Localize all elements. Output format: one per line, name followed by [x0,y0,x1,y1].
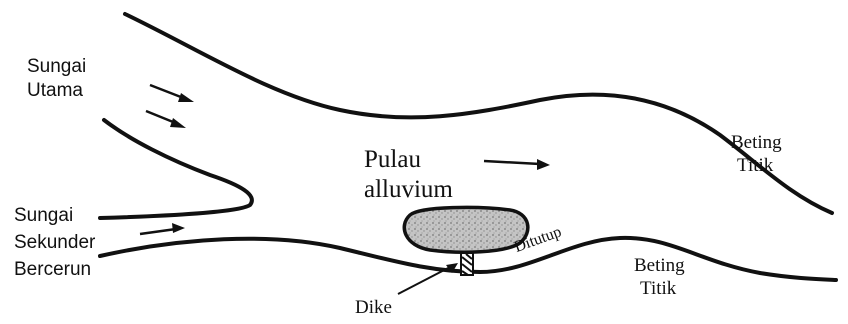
flow-arrow-main-2 [146,111,186,128]
main-river-lower-bank [100,120,252,218]
secondary-river-label-line3: Bercerun [14,256,95,283]
secondary-river-label: Sungai Sekunder Bercerun [14,202,95,283]
secondary-river-label-line2: Sekunder [14,229,95,256]
flow-arrow-center [484,159,550,170]
flow-arrow-secondary [140,223,185,234]
alluvial-island-label: Pulau alluvium [364,145,453,205]
alluvial-island-label-line1: Pulau [364,145,453,175]
secondary-river-label-line1: Sungai [14,202,95,229]
point-bar-lower-label-line2: Titik [634,277,685,300]
point-bar-lower-label-line1: Beting [634,254,685,277]
point-bar-upper-label-line1: Beting [731,131,782,154]
point-bar-lower-label: Beting Titik [634,254,685,300]
dike-label: Dike [355,296,392,319]
point-bar-upper-label-line2: Titik [731,154,782,177]
alluvial-island-label-line2: alluvium [364,175,453,205]
flow-arrow-main-1 [150,85,194,102]
dike-pointer-arrow [398,266,452,294]
alluvial-island [404,207,528,252]
main-river-label: Sungai Utama [27,55,86,103]
main-river-label-line2: Utama [27,79,86,103]
main-river-label-line1: Sungai [27,55,86,79]
point-bar-upper-label: Beting Titik [731,131,782,177]
